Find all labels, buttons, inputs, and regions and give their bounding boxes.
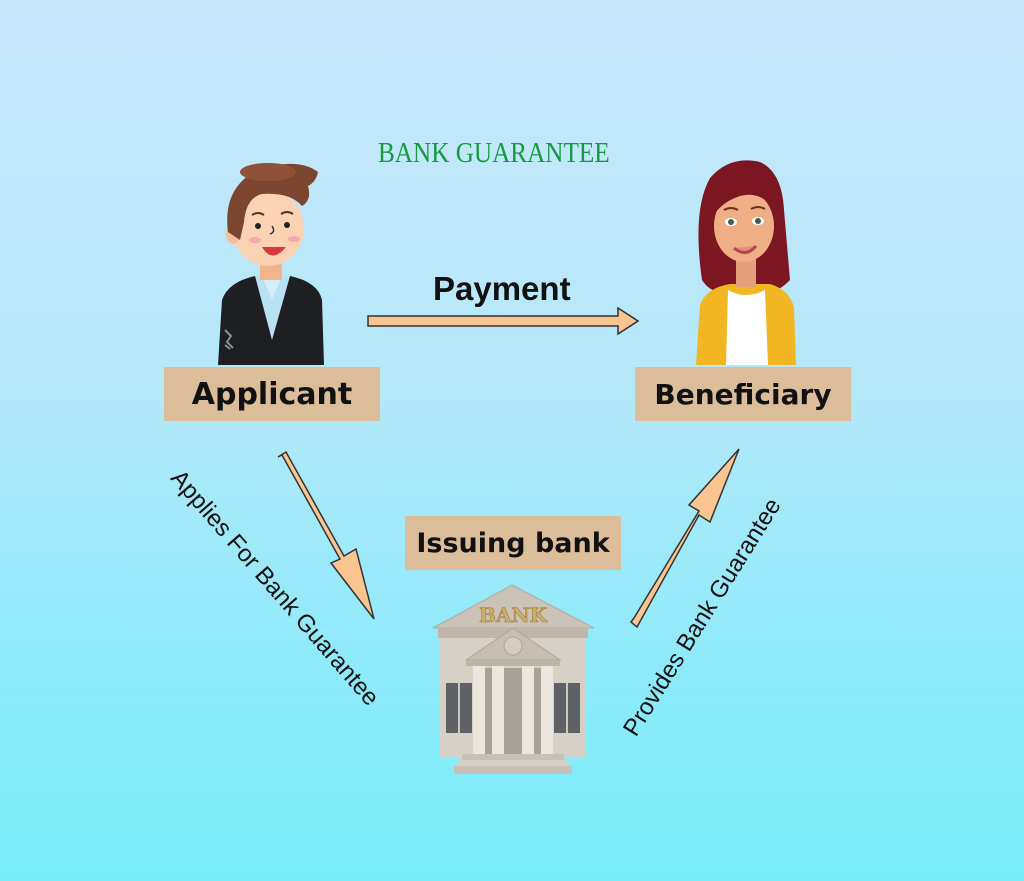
issuing-bank-label: Issuing bank <box>405 516 621 570</box>
diagram-title: BANK GUARANTEE <box>378 138 610 169</box>
payment-arrow <box>367 306 640 336</box>
provides-arrow <box>629 448 740 629</box>
applicant-label: Applicant <box>164 367 380 421</box>
beneficiary-label: Beneficiary <box>635 367 851 421</box>
svg-text:BANK: BANK <box>479 603 548 627</box>
applies-arrow <box>277 450 375 620</box>
bank-building-icon: BANK <box>432 584 595 774</box>
woman-icon <box>696 160 796 365</box>
payment-label: Payment <box>433 270 571 307</box>
man-in-suit-icon <box>218 163 324 365</box>
